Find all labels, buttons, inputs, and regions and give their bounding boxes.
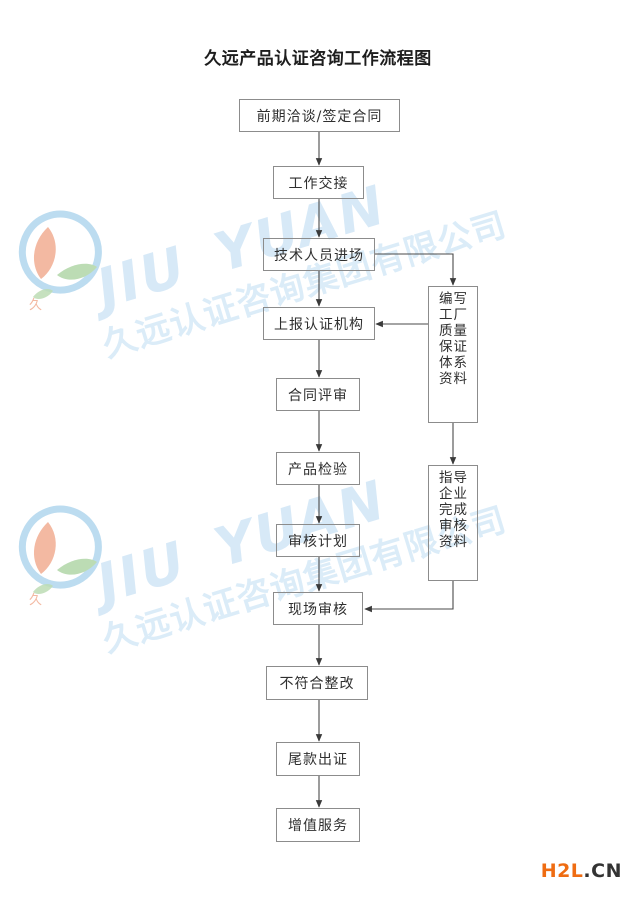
vertical-col-right: 编 工 质 保 体 资 (439, 291, 453, 388)
flow-node-label: 工作交接 (288, 175, 349, 192)
vchar: 保 (439, 338, 453, 355)
flow-node-label: 产品检验 (288, 461, 348, 478)
flow-node-n1[interactable]: 前期洽谈/签定合同 (239, 99, 400, 132)
vchar: 导 (453, 470, 468, 486)
vchar: 完 (439, 501, 453, 518)
vchar: 写 (453, 291, 468, 307)
vchar: 核 (453, 517, 468, 534)
vchar: 料 (453, 533, 468, 550)
site-watermark: H2L.CN (541, 860, 622, 882)
vertical-col-right: 指 企 完 审 资 (439, 470, 453, 551)
vchar: 资 (439, 370, 453, 387)
vchar: 质 (439, 322, 453, 339)
vchar: 体 (439, 354, 453, 371)
flow-node-n10[interactable]: 尾款出证 (276, 742, 360, 776)
flow-node-label: 审核计划 (288, 533, 348, 550)
flow-node-n7[interactable]: 审核计划 (276, 524, 360, 557)
flow-node-label: 增值服务 (288, 818, 348, 834)
flow-node-n11[interactable]: 增值服务 (276, 808, 360, 842)
flow-node-n6[interactable]: 产品检验 (276, 452, 360, 485)
vchar: 证 (453, 338, 468, 355)
flow-node-s2[interactable]: 导 业 成 核 料 指 企 完 审 资 (428, 465, 478, 581)
vchar: 成 (453, 501, 468, 518)
vertical-col-left: 导 业 成 核 料 (453, 470, 468, 551)
flow-node-s1[interactable]: 写 厂 量 证 系 料 编 工 质 保 体 资 (428, 286, 478, 423)
vchar: 厂 (453, 306, 468, 323)
edge-n3-s1 (375, 253, 457, 286)
flow-node-label: 上报认证机构 (274, 316, 364, 333)
flow-node-n2[interactable]: 工作交接 (273, 166, 364, 199)
vertical-col-left: 写 厂 量 证 系 料 (453, 291, 468, 388)
vchar: 企 (439, 485, 453, 502)
vchar: 系 (453, 354, 468, 371)
flow-node-label: 不符合整改 (279, 676, 355, 692)
site-watermark-secondary: .CN (583, 860, 622, 882)
flow-node-n5[interactable]: 合同评审 (276, 378, 360, 411)
vchar: 编 (439, 291, 453, 307)
flow-node-n3[interactable]: 技术人员进场 (263, 238, 375, 271)
flow-node-n9[interactable]: 不符合整改 (266, 666, 368, 700)
flow-node-n4[interactable]: 上报认证机构 (263, 307, 375, 340)
site-watermark-primary: H2L (540, 860, 584, 882)
flow-node-label: 尾款出证 (288, 752, 348, 768)
vertical-text-columns: 写 厂 量 证 系 料 编 工 质 保 体 资 (439, 291, 468, 388)
vchar: 量 (453, 322, 468, 339)
page-title: 久远产品认证咨询工作流程图 (204, 49, 432, 69)
vchar: 业 (453, 485, 468, 502)
vertical-text-columns: 导 业 成 核 料 指 企 完 审 资 (439, 470, 468, 551)
vchar: 指 (439, 470, 453, 486)
flow-node-label: 前期洽谈/签定合同 (256, 108, 383, 125)
vchar: 料 (453, 370, 468, 387)
vchar: 审 (439, 517, 453, 534)
flow-node-label: 现场审核 (288, 601, 348, 618)
vchar: 资 (439, 533, 453, 550)
vchar: 工 (439, 306, 453, 323)
flow-node-label: 技术人员进场 (274, 247, 364, 264)
flow-node-n8[interactable]: 现场审核 (273, 592, 363, 625)
edge-s2-n8 (364, 581, 454, 613)
flow-node-label: 合同评审 (288, 387, 348, 404)
